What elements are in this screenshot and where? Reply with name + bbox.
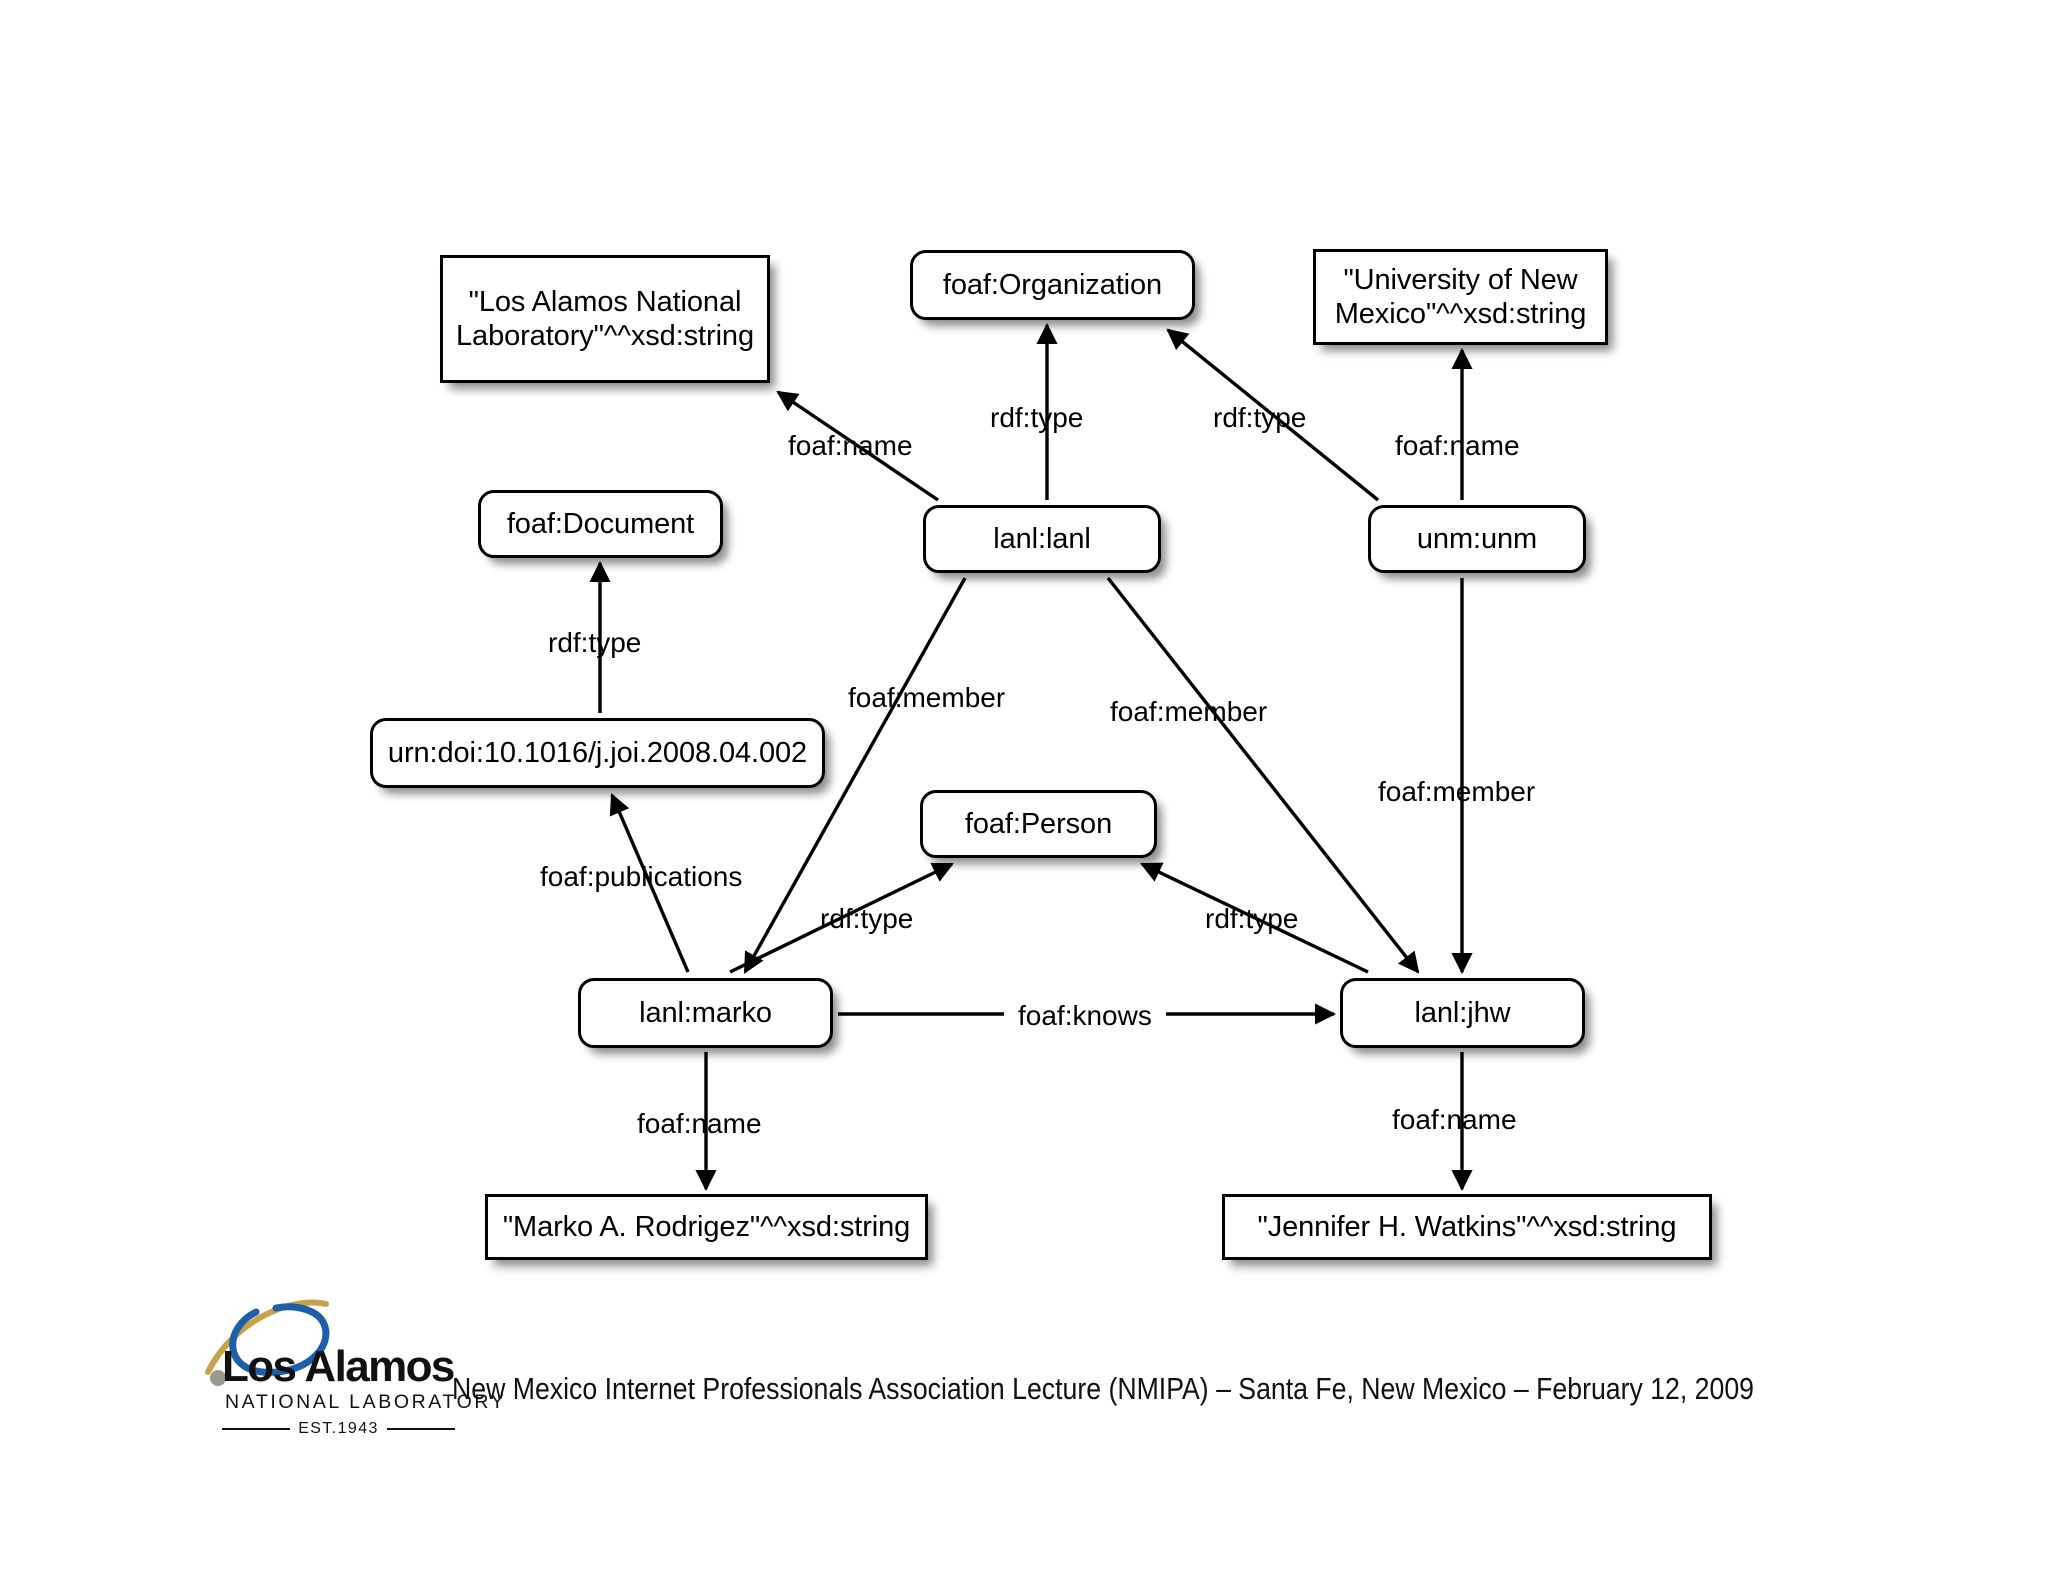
edge-label-foaf-name-unm: foaf:name [1395, 430, 1520, 462]
node-label: lanl:marko [639, 996, 772, 1029]
los-alamos-logo-icon [205, 1299, 330, 1386]
node-lanl-lanl[interactable]: lanl:lanl [923, 505, 1161, 573]
edge-label-text: rdf:type [1205, 903, 1299, 934]
edge-rdf-type-marko-person [729, 862, 954, 974]
edge-label-text: rdf:type [548, 627, 642, 658]
edge-rdf-type-jhw-person [1140, 862, 1369, 974]
edge-label-text: foaf:name [788, 430, 913, 461]
edge-foaf-name-lanl [776, 390, 939, 502]
logo-established-text: EST.1943 [298, 1420, 379, 1437]
node-label: lanl:lanl [993, 522, 1091, 555]
node-label: "Marko A. Rodrigez"^^xsd:string [502, 1210, 911, 1243]
edge-foaf-member-lanl-jhw [1106, 576, 1420, 974]
edge-label-foaf-name-marko: foaf:name [637, 1108, 762, 1140]
node-foaf-organization[interactable]: foaf:Organization [910, 250, 1195, 320]
edge-foaf-publications [609, 793, 690, 973]
edge-label-text: foaf:member [1110, 696, 1268, 727]
node-urn-doi[interactable]: urn:doi:10.1016/j.joi.2008.04.002 [370, 718, 825, 788]
node-unm-name-literal[interactable]: "University of New Mexico"^^xsd:string [1313, 249, 1608, 345]
node-foaf-person[interactable]: foaf:Person [920, 790, 1157, 858]
edge-label-foaf-member-lanl-marko: foaf:member [848, 682, 1005, 714]
edge-foaf-member-lanl-marko [743, 577, 967, 974]
edge-label-text: foaf:name [637, 1108, 762, 1139]
node-label: foaf:Person [964, 807, 1113, 840]
edge-label-rdf-type-doi-document: rdf:type [548, 627, 641, 659]
node-label: "Jennifer H. Watkins"^^xsd:string [1257, 1210, 1677, 1243]
logo-established-row: EST.1943 [222, 1417, 455, 1441]
node-unm-unm[interactable]: unm:unm [1368, 505, 1586, 573]
edge-label-foaf-member-lanl-jhw: foaf:member [1110, 696, 1267, 728]
logo-subline: NATIONAL LABORATORY [225, 1391, 507, 1413]
edge-label-text: rdf:type [820, 903, 914, 934]
footer-caption: New Mexico Internet Professionals Associ… [452, 1371, 1754, 1406]
edge-label-rdf-type-unm-org: rdf:type [1213, 402, 1306, 434]
edge-label-text: rdf:type [1213, 402, 1307, 433]
node-marko-name-literal[interactable]: "Marko A. Rodrigez"^^xsd:string [485, 1194, 928, 1260]
edge-label-foaf-name-jhw: foaf:name [1392, 1104, 1517, 1136]
logo-rule-left [222, 1428, 291, 1430]
node-lanl-marko[interactable]: lanl:marko [578, 978, 833, 1048]
logo-rule-right [386, 1428, 455, 1430]
edge-label-rdf-type-lanl-org: rdf:type [990, 402, 1083, 434]
edge-label-foaf-member-unm-jhw: foaf:member [1378, 776, 1535, 808]
edge-label-foaf-name-lanl: foaf:name [788, 430, 913, 462]
edge-label-text: foaf:member [1378, 776, 1536, 807]
node-label: foaf:Document [506, 507, 695, 540]
node-lanl-jhw[interactable]: lanl:jhw [1340, 978, 1585, 1048]
node-lanl-name-literal[interactable]: "Los Alamos National Laboratory"^^xsd:st… [440, 255, 770, 383]
edge-label-text: foaf:name [1395, 430, 1520, 461]
edge-label-text: foaf:member [848, 682, 1006, 713]
edge-label-foaf-knows: foaf:knows [1004, 1000, 1166, 1032]
node-foaf-document[interactable]: foaf:Document [478, 490, 723, 558]
edge-label-rdf-type-marko-person: rdf:type [820, 903, 913, 935]
node-label: unm:unm [1416, 522, 1538, 555]
node-label: urn:doi:10.1016/j.joi.2008.04.002 [387, 736, 808, 769]
node-label: "Los Alamos National Laboratory"^^xsd:st… [456, 285, 754, 352]
edge-label-rdf-type-jhw-person: rdf:type [1205, 903, 1298, 935]
edge-label-foaf-publications: foaf:publications [540, 861, 742, 893]
node-label: "University of New Mexico"^^xsd:string [1334, 263, 1587, 330]
node-label: foaf:Organization [942, 268, 1163, 301]
edge-rdf-type-unm-org [1166, 328, 1380, 502]
edge-label-text: foaf:publications [540, 861, 743, 892]
edge-label-text: rdf:type [990, 402, 1084, 433]
node-label: lanl:jhw [1414, 996, 1511, 1029]
node-jhw-name-literal[interactable]: "Jennifer H. Watkins"^^xsd:string [1222, 1194, 1712, 1260]
edge-label-text: foaf:knows [1018, 1000, 1152, 1031]
edge-label-text: foaf:name [1392, 1104, 1517, 1135]
logo-wordmark: Los Alamos [222, 1342, 455, 1391]
